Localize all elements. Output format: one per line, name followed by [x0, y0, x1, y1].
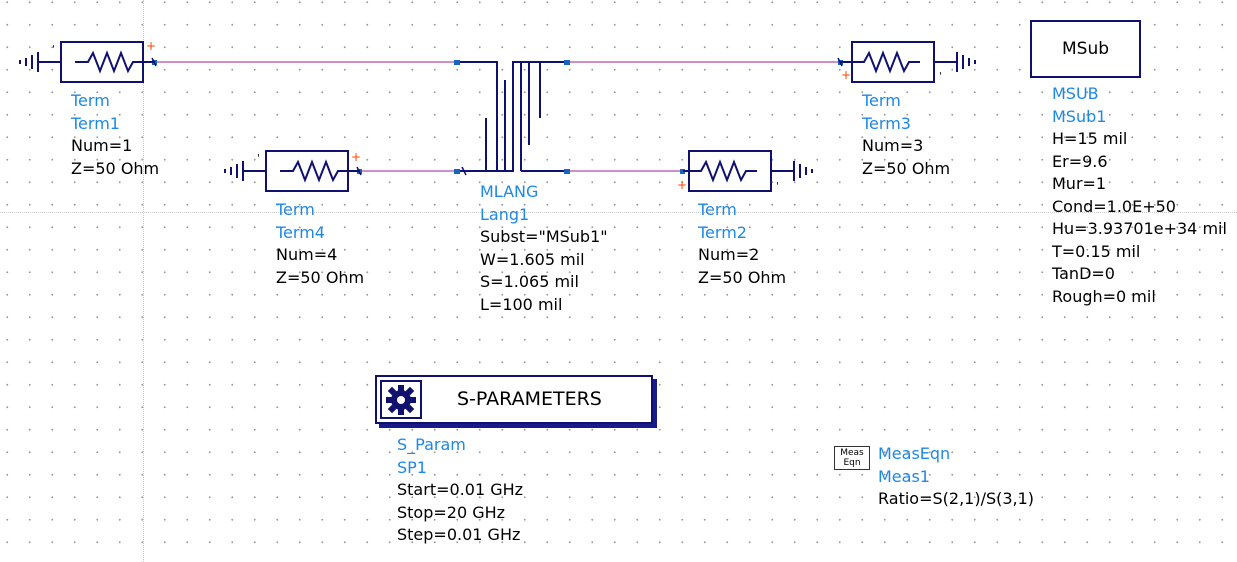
- sparam-step: Step=0.01 GHz: [397, 525, 521, 544]
- term3-label: Term Term3 Num=3 Z=50 Ohm: [862, 90, 950, 180]
- term3-num: Num=3: [862, 136, 924, 155]
- term4-num: Num=4: [276, 245, 338, 264]
- mlang-s: S=1.065 mil: [480, 272, 579, 291]
- resistor-icon: [689, 159, 757, 183]
- resistor-icon: [75, 50, 143, 74]
- mlang-subst: Subst="MSub1": [480, 227, 608, 246]
- meas-eqn-icon[interactable]: Meas Eqn: [834, 446, 870, 470]
- sparam-symbol[interactable]: S-PARAMETERS: [375, 375, 653, 424]
- sparam-start: Start=0.01 GHz: [397, 480, 524, 499]
- term4-z: Z=50 Ohm: [276, 267, 365, 287]
- term4-label: Term Term4 Num=4 Z=50 Ohm: [276, 199, 364, 289]
- term2-z: Z=50 Ohm: [698, 267, 787, 287]
- cursor-crosshair-horizontal: [0, 212, 1237, 213]
- term2-name: Term2: [698, 222, 747, 242]
- msub-type: MSUB: [1052, 84, 1099, 103]
- term1-z: Z=50 Ohm: [71, 158, 160, 178]
- msub-hu: Hu=3.93701e+34 mil: [1052, 219, 1227, 238]
- msub-er: Er=9.6: [1052, 151, 1108, 171]
- mlang-symbol[interactable]: [457, 61, 567, 172]
- meas-icon-line1: Meas: [840, 448, 864, 458]
- term3-z: Z=50 Ohm: [862, 158, 951, 178]
- mlang-type: MLANG: [480, 182, 539, 201]
- term1-num: Num=1: [71, 136, 133, 155]
- term3-symbol[interactable]: + ': [840, 41, 976, 83]
- svg-text:': ': [939, 71, 942, 82]
- msub-name: MSub1: [1052, 106, 1107, 126]
- meas-name: Meas1: [878, 466, 930, 486]
- mlang-l: L=100 mil: [480, 294, 563, 314]
- msub-mur: Mur=1: [1052, 174, 1107, 193]
- msub-cond: Cond=1.0E+50: [1052, 196, 1176, 216]
- msub-symbol[interactable]: MSub: [1030, 20, 1141, 78]
- msub-rough: Rough=0 mil: [1052, 286, 1156, 306]
- term2-type: Term: [698, 200, 737, 219]
- term3-name: Term3: [862, 113, 911, 133]
- msub-label: MSUB MSub1 H=15 mil Er=9.6 Mur=1 Cond=1.…: [1052, 83, 1227, 308]
- svg-text:': ': [52, 44, 55, 55]
- term4-symbol[interactable]: + ': [224, 150, 361, 192]
- term2-label: Term Term2 Num=2 Z=50 Ohm: [698, 199, 786, 289]
- resistor-icon: [280, 159, 348, 183]
- term4-type: Term: [276, 200, 315, 219]
- term4-name: Term4: [276, 222, 325, 242]
- svg-text:': ': [776, 181, 779, 192]
- sparam-label: S_Param SP1 Start=0.01 GHz Stop=20 GHz S…: [397, 434, 523, 547]
- sparam-title: S-PARAMETERS: [457, 388, 602, 410]
- msub-tand: TanD=0: [1052, 264, 1115, 283]
- meas-label: MeasEqn Meas1 Ratio=S(2,1)/S(3,1): [878, 443, 1034, 511]
- sparam-type: S_Param: [397, 435, 466, 454]
- term1-label: Term Term1 Num=1 Z=50 Ohm: [71, 90, 159, 180]
- cursor-crosshair-vertical: [143, 0, 144, 562]
- term1-name: Term1: [71, 113, 120, 133]
- meas-type: MeasEqn: [878, 444, 951, 463]
- term2-symbol[interactable]: + ': [677, 150, 813, 192]
- svg-text:+: +: [146, 39, 156, 53]
- sparam-stop: Stop=20 GHz: [397, 502, 506, 522]
- ground-icon: [956, 52, 976, 72]
- svg-text:+: +: [351, 150, 361, 164]
- mlang-name: Lang1: [480, 204, 530, 224]
- sparam-name: SP1: [397, 457, 427, 477]
- term3-type: Term: [862, 91, 901, 110]
- ground-icon: [19, 52, 39, 72]
- term1-type: Term: [71, 91, 110, 110]
- msub-h: H=15 mil: [1052, 129, 1128, 148]
- meas-icon-line2: Eqn: [843, 458, 861, 468]
- term1-symbol[interactable]: + ': [19, 39, 156, 83]
- ground-icon: [224, 161, 244, 181]
- msub-t: T=0.15 mil: [1052, 241, 1141, 261]
- resistor-icon: [852, 50, 920, 74]
- svg-text:+: +: [841, 68, 851, 82]
- msub-box-label: MSub: [1061, 39, 1110, 59]
- meas-ratio: Ratio=S(2,1)/S(3,1): [878, 489, 1035, 508]
- mlang-w: W=1.605 mil: [480, 249, 585, 269]
- gear-icon: [380, 380, 422, 419]
- mlang-label: MLANG Lang1 Subst="MSub1" W=1.605 mil S=…: [480, 181, 608, 316]
- svg-text:': ': [257, 153, 260, 164]
- svg-text:+: +: [677, 178, 687, 192]
- term2-num: Num=2: [698, 245, 760, 264]
- ground-icon: [793, 161, 813, 181]
